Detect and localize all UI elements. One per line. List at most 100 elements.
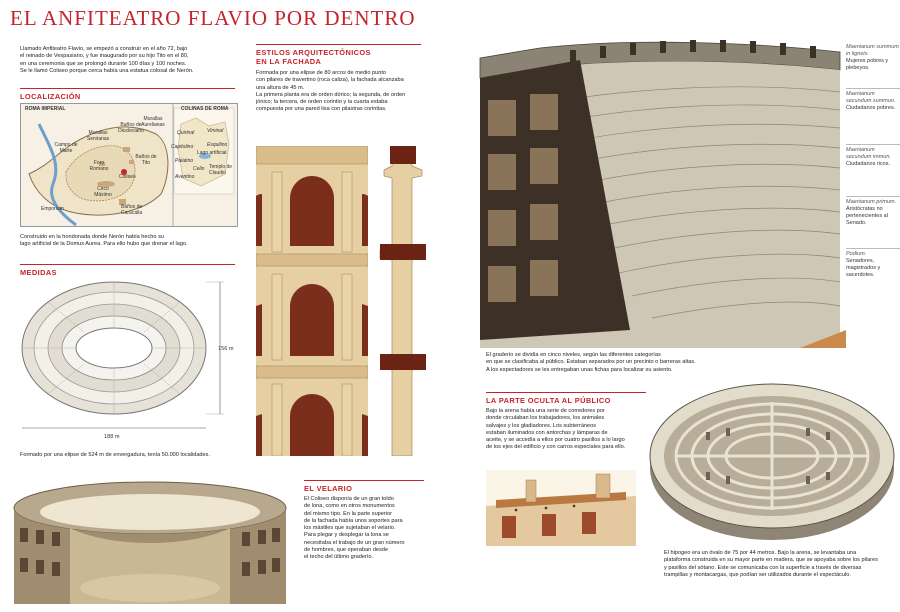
caption-line: y pasillos del sótano. Este se comunicab… — [664, 564, 862, 571]
rome-map: ROMA IMPERIAL COLINAS DE ROMA Murallas A… — [20, 103, 238, 227]
caption-line: trampillas y montacargas, que podían ser… — [664, 571, 851, 578]
text-line: Bajo la arena había una serie de corredo… — [486, 408, 605, 414]
map-label: Murallas Servianas — [86, 130, 110, 142]
section-rule — [486, 392, 646, 393]
text-line: de lona, como en otros monumentos — [304, 503, 395, 510]
section-rule — [20, 88, 235, 89]
facade-section — [379, 146, 426, 456]
level-name: Maenianum secundum immun. — [846, 147, 891, 160]
text-line: una altura de 45 m. — [256, 84, 305, 91]
text-line: Para plegar y desplegar la lona se — [304, 532, 389, 539]
caption-line: Construido en la hondonada donde Nerón h… — [20, 234, 164, 240]
velario-illustration — [13, 481, 287, 604]
location-caption: Construido en la hondonada donde Nerón h… — [20, 234, 240, 249]
seating-illustration — [470, 30, 846, 348]
text-line: de hombres, que operaban desde — [304, 547, 388, 554]
map-label: Emporium — [41, 206, 64, 212]
section-rule — [304, 480, 424, 481]
text-line: del mismo tipo. En la parte superior — [304, 510, 392, 517]
text-line: donde circulaban los trabajadores, los a… — [486, 415, 605, 422]
text-line: La primera planta era de orden dórico; l… — [256, 91, 406, 98]
level-desc: Ciudadanos ricos. — [846, 161, 891, 167]
seating-caption: El graderío se dividía en cinco niveles,… — [486, 352, 786, 374]
text-line: compuesta por una pared lisa con pilastr… — [256, 106, 387, 113]
text-line: los mástiles que sujetaban el velario. — [304, 525, 396, 532]
map-label: Circo Máximo — [94, 186, 112, 198]
map-label: Campo de Marte — [54, 142, 78, 154]
colosseum-plan — [21, 281, 224, 429]
location-heading: LOCALIZACIÓN — [20, 92, 81, 101]
text-line: estaban iluminados con antorchas y lámpa… — [486, 429, 608, 436]
level-label: Maenianum summum in ligneis. Mujeres pob… — [846, 44, 900, 72]
map-right-title: COLINAS DE ROMA — [181, 106, 229, 112]
styles-text: Formada por una elipse de 80 arcos de me… — [256, 70, 426, 114]
styles-heading-line: ESTILOS ARQUITECTÓNICOS — [256, 48, 371, 57]
styles-heading-line: EN LA FACHADA — [256, 57, 322, 66]
height-label: 156 m — [218, 346, 234, 352]
text-line: salvajes y los gladiadores. Los subterrá… — [486, 422, 597, 429]
hypogeum-caption: El hipogeo era un óvalo de 75 por 44 met… — [664, 550, 896, 579]
map-label: Murallas Aurelianas — [141, 116, 165, 128]
page-title: EL ANFITEATRO FLAVIO POR DENTRO — [10, 6, 416, 30]
map-label: Esquilino — [207, 142, 228, 148]
width-label: 188 m — [104, 434, 120, 440]
map-label: Palatino — [175, 158, 194, 164]
level-name: Maenianum secundum summun. — [846, 91, 896, 104]
underground-section — [486, 470, 636, 546]
text-line: Formada por una elipse de 80 arcos de me… — [256, 70, 386, 76]
caption-line: A los espectadores se les entregaban una… — [486, 366, 673, 373]
level-desc: Senadores, magistrados y sacerdotes. — [846, 258, 881, 278]
text-line: el techo del último graderío. — [304, 554, 374, 561]
map-label: Templo de Claudio — [209, 164, 233, 176]
caption-line: El hipogeo era un óvalo de 75 por 44 met… — [664, 550, 857, 556]
intro-line: Se le llamó Coliseo porque cerca había u… — [20, 67, 194, 74]
measures-caption: Formado por una elipse de 524 m de enver… — [20, 452, 211, 458]
level-desc: Aristócratas no pertenecientes al Senado… — [846, 206, 888, 226]
section-rule — [20, 264, 235, 265]
map-label: Baños de Tito — [135, 154, 157, 166]
level-label: Maenianum secundum immun. Ciudadanos ric… — [846, 144, 900, 168]
text-line: jónico; la tercera, de orden corintio y … — [256, 99, 388, 106]
map-label: Baños de Caracalla — [121, 204, 143, 216]
caption-line: lago artificial de la Domus Aurea. Para … — [20, 241, 188, 248]
level-label: Maenianum primum. Aristócratas no perten… — [846, 196, 900, 227]
intro-line: el reinado de Vespasiano, y fue inaugura… — [20, 53, 189, 60]
text-line: necesitaba el trabajo de un gran número — [304, 539, 405, 546]
rome-map-drawing — [28, 104, 235, 226]
level-label: Podium. Senadores, magistrados y sacerdo… — [846, 248, 900, 279]
map-label: Baños de Diocleciano — [118, 122, 144, 134]
facade-elevation — [256, 146, 368, 456]
caption-line: plataforma construida en su mayor parte … — [664, 557, 878, 564]
text-line: de la fachada había unos soportes para — [304, 517, 403, 524]
text-line: de los ejes del edificio y con carros es… — [486, 444, 626, 451]
level-name: Podium. — [846, 251, 867, 257]
level-name: Maenianum summum in ligneis. — [846, 44, 899, 57]
map-left-title: ROMA IMPERIAL — [25, 106, 66, 112]
map-label: Capitolino — [171, 144, 194, 150]
caption-line: El graderío se dividía en cinco niveles,… — [486, 352, 661, 358]
map-label: Lago artificial — [197, 150, 227, 156]
section-rule — [256, 44, 421, 45]
text-line: aceite, y se accedía a ellos por cuatro … — [486, 437, 625, 444]
level-name: Maenianum primum. — [846, 199, 897, 205]
text-line: con pilares de travertino (roca caliza),… — [256, 77, 404, 84]
map-label: Quirinal — [177, 130, 195, 136]
hypogeum-illustration — [649, 383, 895, 540]
hidden-heading: LA PARTE OCULTA AL PÚBLICO — [486, 396, 611, 405]
level-desc: Mujeres pobres y plebeyos. — [846, 58, 889, 71]
intro-line: Llamado Anfiteatro Flavio, se empezó a c… — [20, 46, 188, 52]
map-label: Aventino — [175, 174, 195, 180]
map-label: Coliseo — [119, 174, 136, 180]
velario-heading: EL VELARIO — [304, 484, 353, 493]
map-label: Viminal — [207, 128, 224, 134]
map-label: Celio — [193, 166, 205, 172]
level-label: Maenianum secundum summun. Ciudadanos po… — [846, 88, 900, 112]
text-line: El Coliseo disponía de un gran toldo — [304, 496, 394, 502]
velario-text: El Coliseo disponía de un gran toldo de … — [304, 496, 428, 562]
level-desc: Ciudadanos pobres. — [846, 105, 896, 111]
caption-line: en que se clasificaba al público. Estaba… — [486, 359, 696, 366]
intro-text: Llamado Anfiteatro Flavio, se empezó a c… — [20, 46, 240, 75]
map-label: Foro Romano — [89, 160, 109, 172]
measures-heading: MEDIDAS — [20, 268, 57, 277]
intro-line: en una ceremonia que se prolongó durante… — [20, 60, 187, 67]
